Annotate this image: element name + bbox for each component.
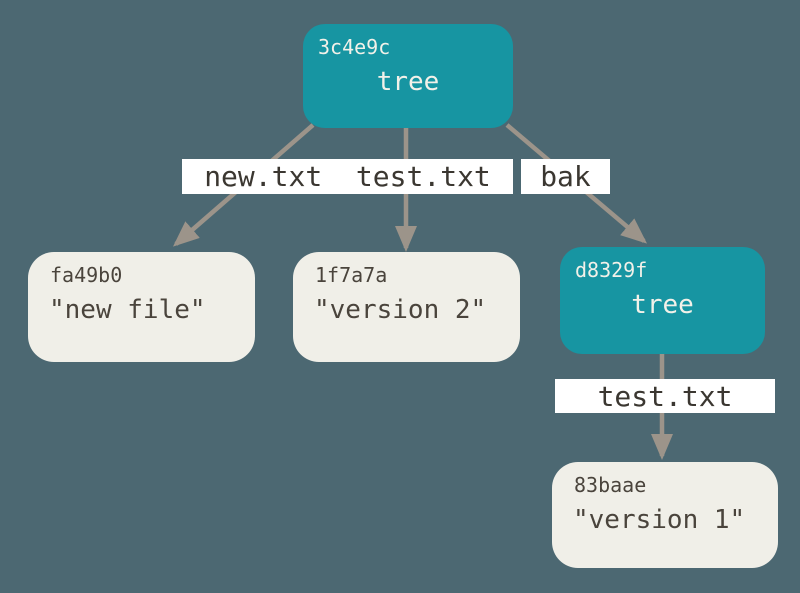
- node-label: tree: [631, 290, 694, 320]
- node-label: tree: [376, 67, 440, 97]
- node-blob-1f7a7a: 1f7a7a "version 2": [293, 252, 520, 362]
- edge-label-bak: bak: [521, 159, 610, 194]
- node-hash: fa49b0: [50, 263, 123, 287]
- edge-label-test-txt: test.txt: [555, 379, 775, 413]
- node-blob-fa49b0: fa49b0 "new file": [28, 252, 255, 362]
- node-blob-83baae: 83baae "version 1": [552, 462, 778, 568]
- node-hash: d8329f: [575, 258, 648, 282]
- node-tree-d8329f: d8329f tree: [560, 247, 765, 354]
- node-label: "version 1": [573, 505, 746, 535]
- node-hash: 3c4e9c: [318, 35, 391, 59]
- node-label: "version 2": [314, 295, 487, 325]
- node-hash: 83baae: [574, 473, 647, 497]
- node-tree-3c4e9c: 3c4e9c tree: [303, 24, 513, 128]
- node-hash: 1f7a7a: [315, 263, 388, 287]
- node-label: "new file": [49, 295, 206, 325]
- edge-label-new-txt-test-txt: new.txt test.txt: [182, 159, 513, 194]
